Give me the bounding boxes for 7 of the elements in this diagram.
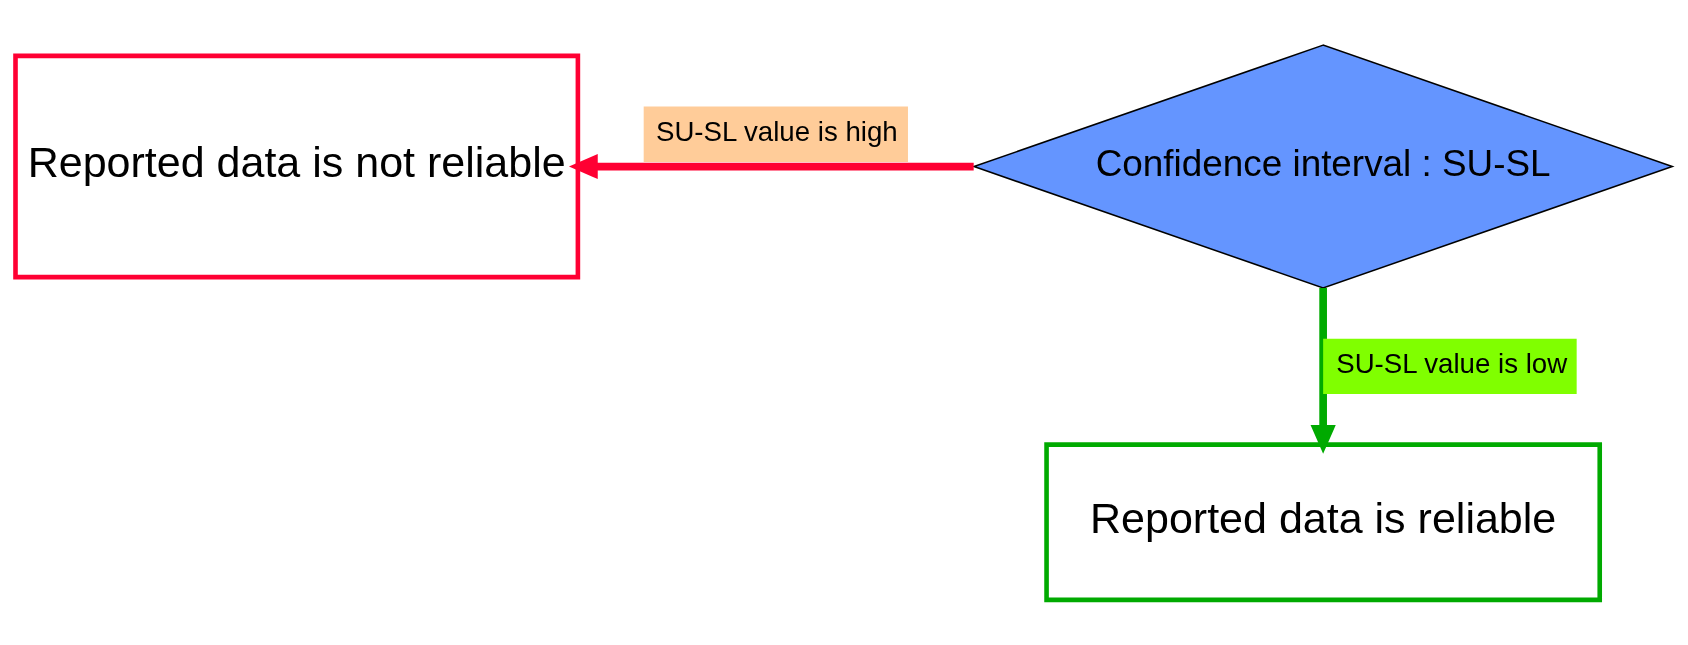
node-box: Reported data is not reliable <box>13 53 581 280</box>
arrow <box>568 153 974 180</box>
node-diamond: Confidence interval : SU-SL <box>971 44 1675 289</box>
edge-label: SU-SL value is high <box>655 116 898 148</box>
edge-label: SU-SL value is low <box>1336 348 1568 380</box>
arrow <box>1310 287 1336 454</box>
node-box: Reported data is reliable <box>1044 442 1603 603</box>
